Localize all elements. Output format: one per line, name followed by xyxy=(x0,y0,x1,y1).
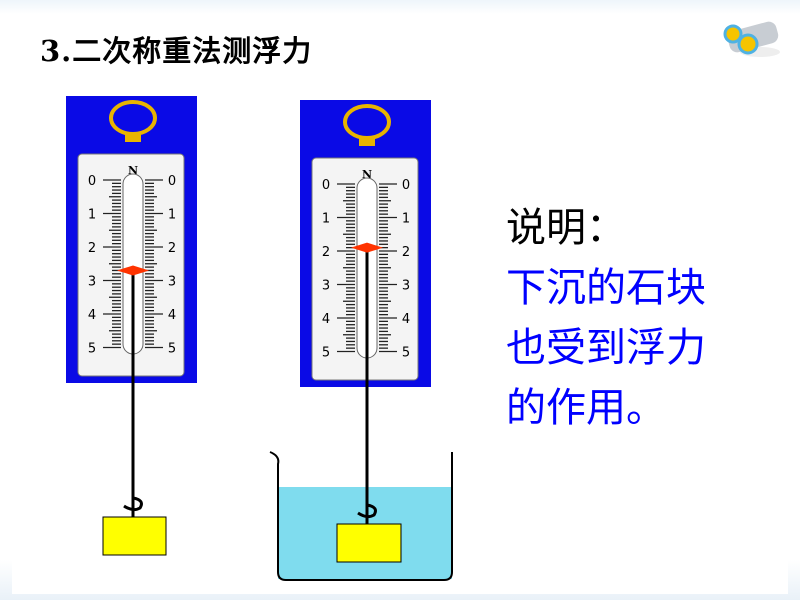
explanation-line: 下沉的石块 xyxy=(506,265,706,311)
hook xyxy=(123,496,143,517)
scale-label: 1 xyxy=(88,208,96,223)
scale-label: 5 xyxy=(88,342,96,357)
stone-block-in-air xyxy=(102,516,167,556)
scale-label: 1 xyxy=(322,212,330,227)
beaker xyxy=(269,451,453,581)
scale-label: 4 xyxy=(322,312,330,327)
scale-label: 0 xyxy=(88,174,96,189)
scale-ring-base xyxy=(125,132,141,142)
slide-title: 3.二次称重法测浮力 xyxy=(40,34,313,68)
scale-pointer xyxy=(117,265,149,276)
scale-label: 4 xyxy=(402,312,410,327)
scale-label: 3 xyxy=(402,279,410,294)
hook xyxy=(357,503,377,524)
explanation-line: 也受到浮力 xyxy=(506,325,706,371)
scale-label: 4 xyxy=(168,308,176,323)
scale-unit: N xyxy=(128,164,138,177)
scale-label: 0 xyxy=(168,174,176,189)
explanation-line: 的作用。 xyxy=(506,385,666,431)
explanation-text: 说明： 下沉的石块 也受到浮力 的作用。 xyxy=(506,198,706,438)
scale-label: 3 xyxy=(168,275,176,290)
scale-label: 2 xyxy=(88,241,96,256)
scale-label: 1 xyxy=(168,208,176,223)
scale-label: 4 xyxy=(88,308,96,323)
scale-label: 0 xyxy=(322,178,330,193)
scale-label: 0 xyxy=(402,178,410,193)
scale-label: 2 xyxy=(322,245,330,260)
spring-scale-in-water: N 0 0 1 1 2 2 3 3 4 4 5 5 xyxy=(300,100,431,387)
scale-label: 3 xyxy=(322,279,330,294)
scale-label: 2 xyxy=(402,245,410,260)
scale-label: 2 xyxy=(168,241,176,256)
scale-label: 3 xyxy=(88,275,96,290)
binoculars-icon xyxy=(723,21,780,57)
scale-unit: N xyxy=(362,168,372,181)
spring-scale-in-air: N 0 0 1 1 2 2 3 3 4 4 5 5 xyxy=(66,96,197,383)
scale-pointer xyxy=(351,242,383,253)
scale-label: 5 xyxy=(168,342,176,357)
scale-label: 1 xyxy=(402,212,410,227)
scale-ring-base xyxy=(359,136,375,146)
scale-label: 5 xyxy=(322,346,330,361)
explanation-heading: 说明： xyxy=(506,205,626,251)
stone-block-in-water xyxy=(336,523,402,563)
scale-label: 5 xyxy=(402,346,410,361)
